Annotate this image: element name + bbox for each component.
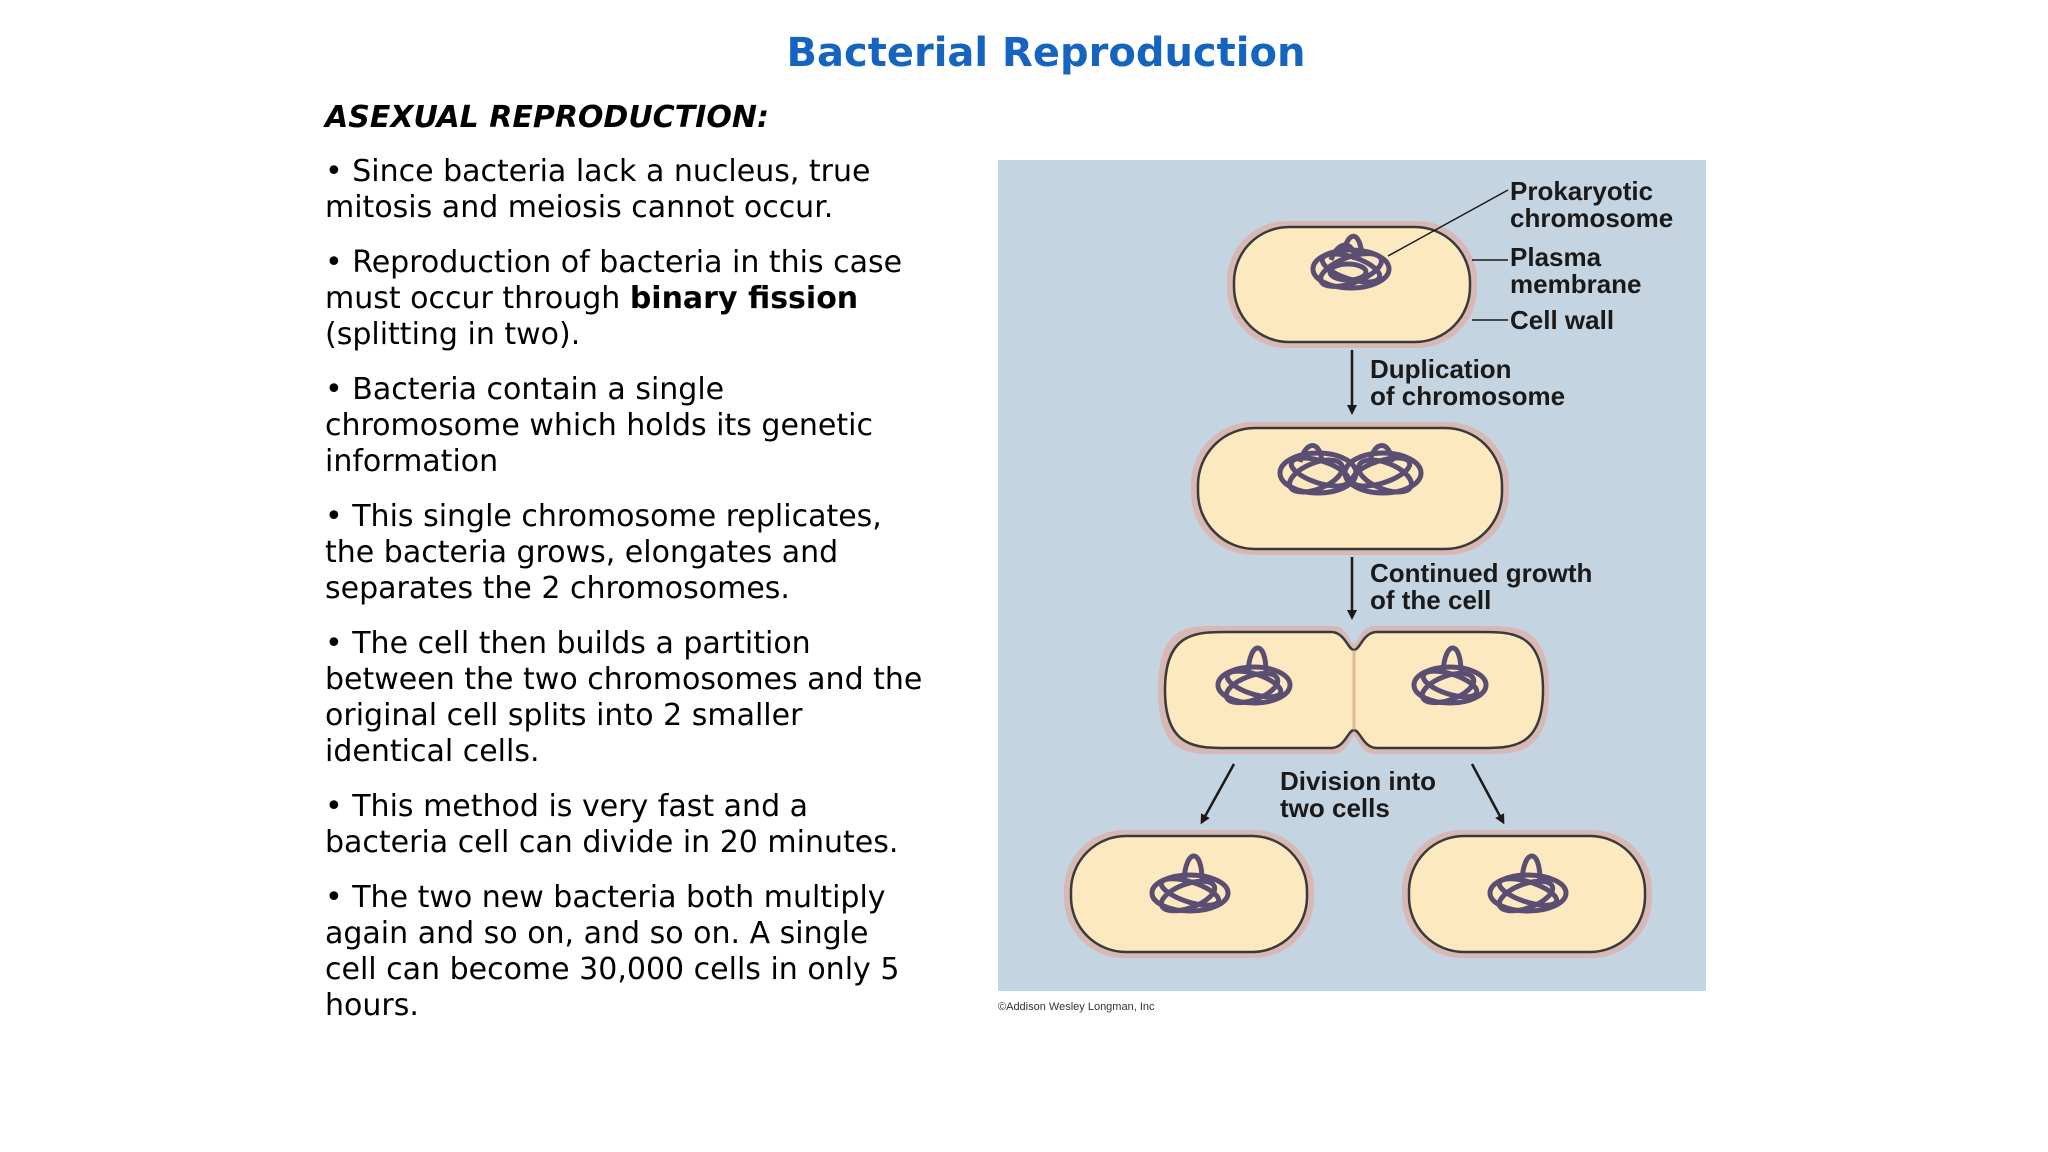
binary-fission-diagram: Prokaryotic chromosome Plasma membrane C… <box>1064 176 1673 958</box>
label-dup-1: Duplication <box>1370 354 1512 384</box>
label-pointers <box>1387 189 1509 321</box>
bullet-2-bold: binary fission <box>629 281 859 316</box>
chromosome-left-icon <box>1215 645 1293 706</box>
bullet-2: • Reproduction of bacteria in this case … <box>325 245 925 353</box>
daughter-cell-left <box>1064 830 1314 958</box>
label-dup-2: of chromosome <box>1370 381 1565 411</box>
bullet-4: • This single chromosome replicates, the… <box>325 499 882 606</box>
label-plasma-1: Plasma <box>1510 242 1602 272</box>
chromosome-icon <box>1149 853 1231 914</box>
bullet-1: • Since bacteria lack a nucleus, true mi… <box>325 154 871 225</box>
cell-single <box>1227 221 1477 348</box>
label-growth-1: Continued growth <box>1370 558 1592 588</box>
cell-duplicated <box>1191 422 1509 555</box>
bullet-6: • This method is very fast and a bacteri… <box>325 789 899 860</box>
daughter-cell-right <box>1402 830 1652 958</box>
bullet-7: • The two new bacteria both multiply aga… <box>325 880 900 1023</box>
cell-dividing <box>1158 625 1549 755</box>
label-cell-wall: Cell wall <box>1510 305 1614 335</box>
bullet-2-pre: • Reproduction of bacteria in this case … <box>325 245 903 316</box>
label-prokaryotic-1: Prokaryotic <box>1510 176 1653 206</box>
binary-fission-figure: Prokaryotic chromosome Plasma membrane C… <box>998 160 1706 991</box>
label-growth-2: of the cell <box>1370 585 1491 615</box>
section-heading: ASEXUAL REPRODUCTION: <box>325 100 769 135</box>
label-div-2: two cells <box>1280 793 1390 823</box>
chromosome-right-icon <box>1411 645 1489 706</box>
bullet-3: • Bacteria contain a single chromosome w… <box>325 372 873 479</box>
arrow-left-icon <box>1200 763 1236 825</box>
slide-title: Bacterial Reproduction <box>786 30 1306 76</box>
label-div-1: Division into <box>1280 766 1436 796</box>
chromosome-icon <box>1310 233 1392 291</box>
arrow-right-icon <box>1470 763 1505 825</box>
chromosome-pair-icon <box>1277 443 1424 496</box>
bullet-5: • The cell then builds a partition betwe… <box>325 626 923 769</box>
label-prokaryotic-2: chromosome <box>1510 203 1673 233</box>
label-plasma-2: membrane <box>1510 269 1642 299</box>
text-column: ASEXUAL REPRODUCTION: • Since bacteria l… <box>325 100 925 1043</box>
chromosome-icon <box>1487 853 1569 914</box>
bullet-2-post: (splitting in two). <box>325 317 581 352</box>
figure-credit: ©Addison Wesley Longman, Inc <box>998 1001 1155 1013</box>
